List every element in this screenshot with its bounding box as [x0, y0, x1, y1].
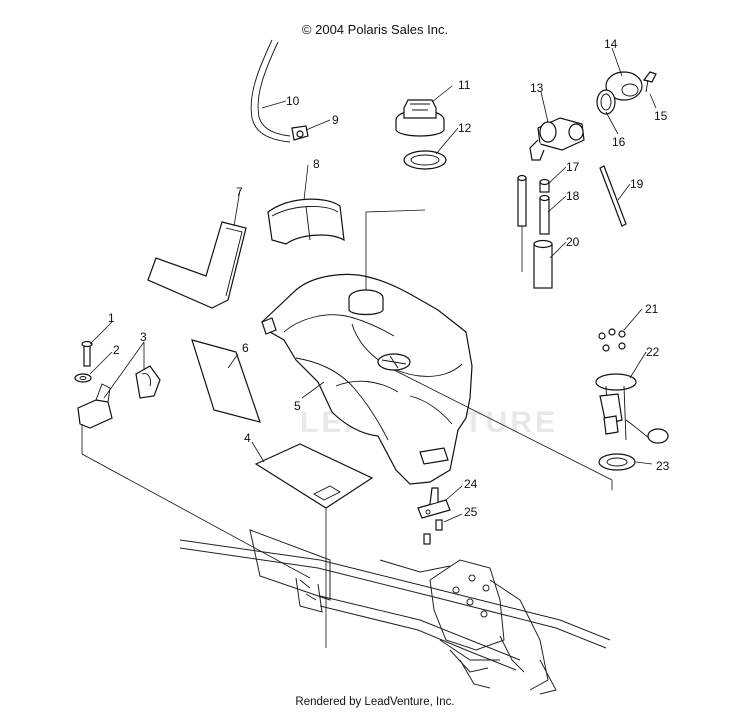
callout-2: 2	[113, 343, 120, 357]
callout-1: 1	[108, 311, 115, 325]
rendered-by-text: Rendered by LeadVenture, Inc.	[295, 696, 455, 708]
strap-part[interactable]	[599, 165, 627, 227]
callout-7: 7	[236, 185, 243, 199]
callout-14: 14	[604, 37, 618, 51]
callout-22: 22	[646, 345, 660, 359]
side-pad-part[interactable]	[191, 339, 261, 423]
callout-15: 15	[654, 109, 668, 123]
small-hose-part[interactable]	[517, 174, 527, 227]
bracket-fasteners-part[interactable]	[423, 519, 443, 545]
rollover-valve-part[interactable]	[529, 117, 585, 161]
bottom-pad-part[interactable]	[254, 443, 374, 509]
pump-gasket-part[interactable]	[598, 453, 636, 471]
hose-fitting-part[interactable]	[539, 178, 550, 193]
callout-10: 10	[286, 94, 300, 108]
pump-screws-part[interactable]	[598, 328, 626, 352]
callout-labels: 1 2 3 4 5 6 7 8 9 10 11 12 13 14 15 16 1…	[108, 37, 670, 519]
callout-23: 23	[656, 459, 670, 473]
vent-hose-part[interactable]	[250, 39, 291, 143]
callout-16: 16	[612, 135, 626, 149]
tank-pad-l-part[interactable]	[147, 221, 247, 309]
fuel-line-part[interactable]	[539, 194, 550, 235]
fuel-cap-part[interactable]	[395, 99, 445, 137]
callout-3: 3	[140, 330, 147, 344]
leader-lines	[81, 47, 657, 648]
callout-9: 9	[332, 113, 339, 127]
callout-8: 8	[313, 157, 320, 171]
callout-18: 18	[566, 189, 580, 203]
cap-seal-part[interactable]	[403, 150, 447, 170]
mounting-bracket-part[interactable]	[77, 365, 161, 429]
callout-24: 24	[464, 477, 478, 491]
callout-17: 17	[566, 160, 580, 174]
cover-bolt-part[interactable]	[642, 71, 657, 93]
callout-11: 11	[458, 78, 471, 92]
callout-12: 12	[458, 121, 472, 135]
pump-cover-part[interactable]	[605, 71, 643, 101]
callout-13: 13	[530, 81, 544, 95]
copyright-text: © 2004 Polaris Sales Inc.	[301, 22, 449, 37]
cover-gasket-part[interactable]	[596, 89, 616, 115]
callout-19: 19	[630, 177, 644, 191]
bolt-part[interactable]	[81, 340, 93, 367]
callout-6: 6	[242, 341, 249, 355]
fuel-pump-part[interactable]	[595, 373, 669, 444]
chassis-frame	[179, 529, 611, 695]
tank-bracket-part[interactable]	[417, 487, 451, 519]
callout-20: 20	[566, 235, 580, 249]
washer-part[interactable]	[74, 373, 92, 383]
hose-clip-part[interactable]	[291, 125, 309, 141]
callout-5: 5	[294, 399, 301, 413]
callout-25: 25	[464, 505, 478, 519]
callout-21: 21	[645, 302, 659, 316]
fuel-tank-part[interactable]	[261, 273, 473, 485]
callout-4: 4	[244, 431, 251, 445]
fill-hose-part[interactable]	[533, 239, 553, 289]
curved-pad-part[interactable]	[267, 198, 345, 245]
